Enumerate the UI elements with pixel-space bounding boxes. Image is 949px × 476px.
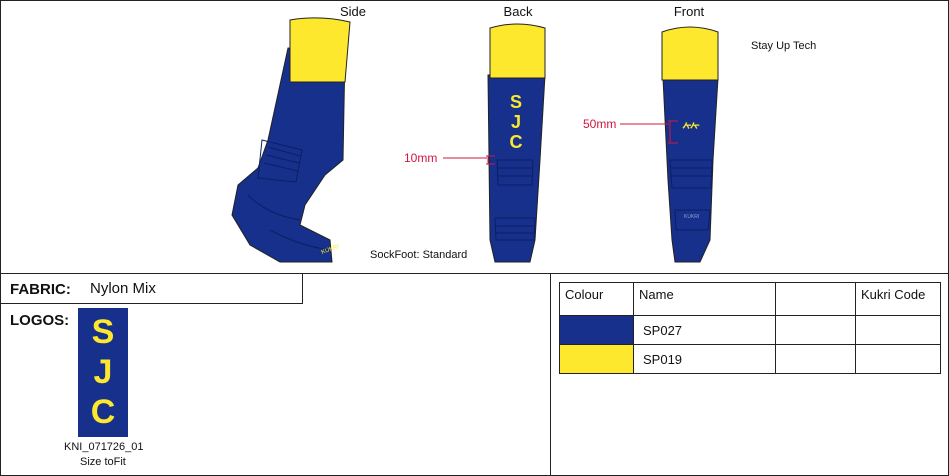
fabric-label: FABRIC: [10, 281, 71, 298]
colour-kukri [855, 315, 941, 345]
table-row: SP019 [559, 344, 941, 374]
sock-foot-note: SockFoot: Standard [370, 249, 468, 261]
letter-s: S [509, 92, 522, 112]
header-name: Name [633, 282, 776, 316]
logo-letter-c: C [90, 393, 116, 431]
colour-name: SP019 [633, 344, 776, 374]
side-sock: KUKRI [231, 17, 351, 263]
colour-swatch [559, 344, 634, 374]
kukri-logo-icon: ⺮ [682, 122, 700, 143]
logos-label: LOGOS: [10, 312, 70, 329]
letter-c: C [509, 132, 523, 152]
table-row: SP027 [559, 315, 941, 345]
view-label-side: Side [339, 4, 367, 19]
colour-extra [775, 344, 856, 374]
colour-swatch [559, 315, 634, 345]
logo-letter-s: S [91, 313, 115, 351]
measurement-back: 10mm [404, 151, 438, 165]
view-label-back: Back [503, 4, 533, 19]
svg-text:KUKRI: KUKRI [684, 214, 699, 220]
fabric-row: FABRIC: Nylon Mix [0, 273, 303, 304]
logo-code: KNI_071726_01 [64, 441, 144, 453]
sock-illustrations: KUKRI KUKRI ⺮ [231, 17, 719, 263]
stay-up-note: Stay Up Tech [751, 40, 817, 52]
header-blank [775, 282, 856, 316]
letter-j: J [510, 112, 521, 132]
table-header-row: Colour Name Kukri Code [559, 282, 941, 316]
back-sock [443, 23, 546, 263]
logo-size-note: Size toFit [80, 456, 126, 468]
back-sock-lettering: S J C [508, 92, 524, 152]
front-sock: KUKRI ⺮ [620, 26, 719, 263]
colour-kukri [855, 344, 941, 374]
colour-extra [775, 315, 856, 345]
fabric-value: Nylon Mix [90, 280, 156, 297]
logo-letter-j: J [93, 353, 113, 391]
header-colour: Colour [559, 282, 634, 316]
colour-table: Colour Name Kukri Code SP027 SP019 [559, 282, 941, 374]
header-kukri-code: Kukri Code [855, 282, 941, 316]
view-label-front: Front [673, 4, 705, 19]
sjc-logo: S J C [78, 308, 128, 437]
colour-name: SP027 [633, 315, 776, 345]
measurement-front: 50mm [583, 117, 617, 131]
